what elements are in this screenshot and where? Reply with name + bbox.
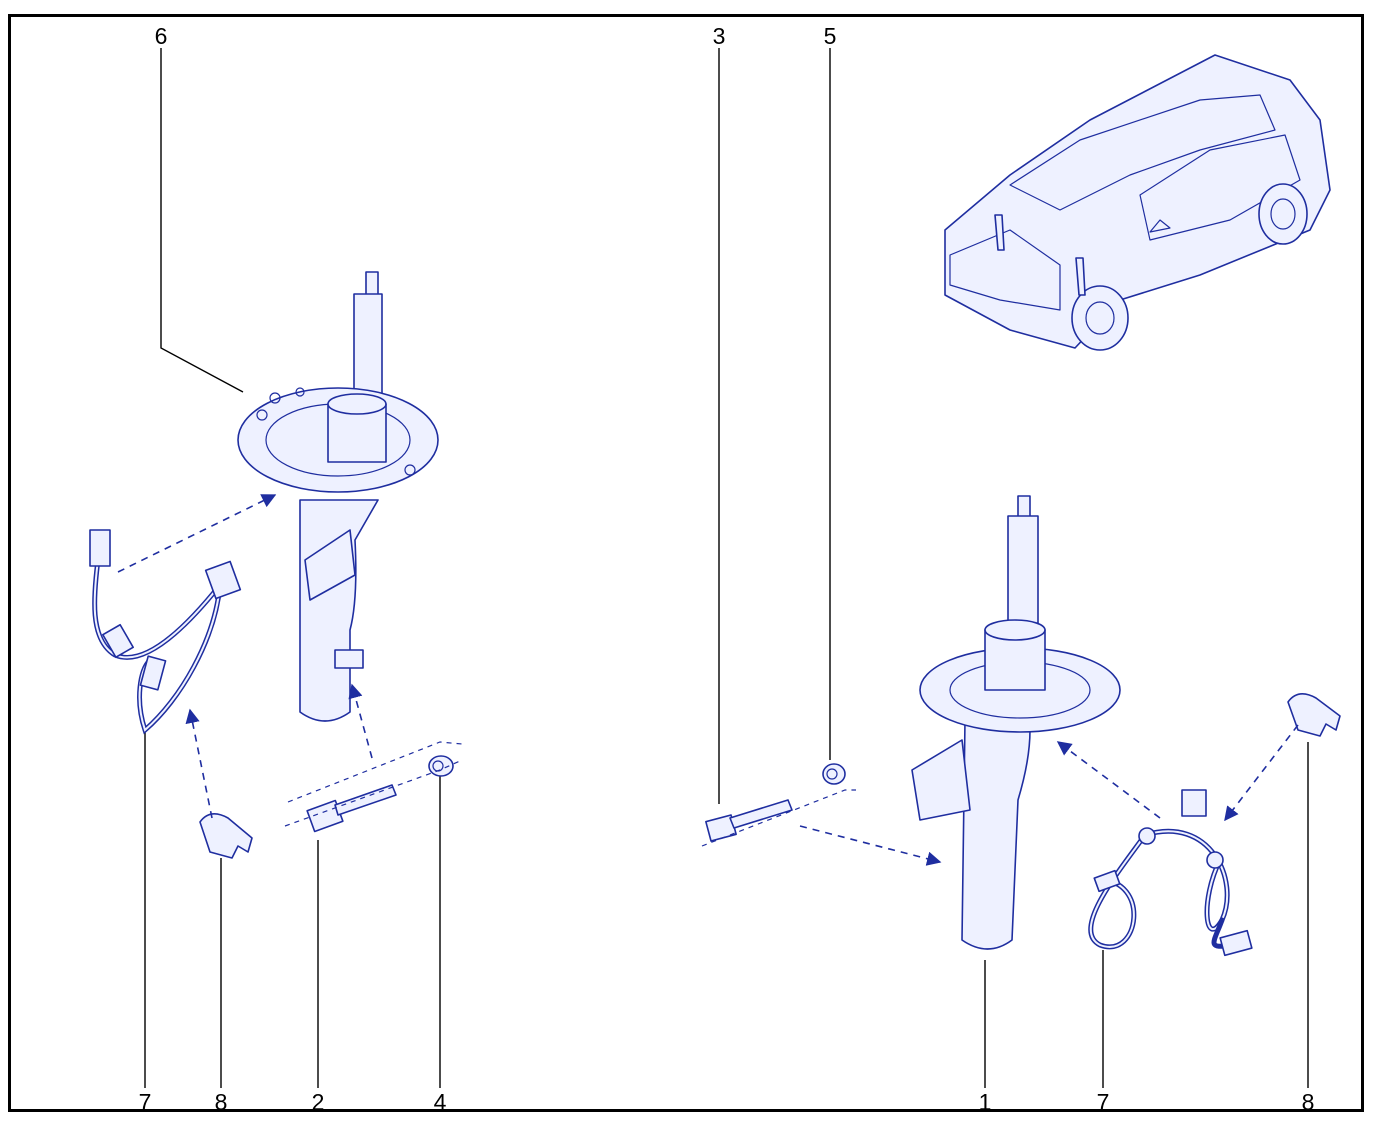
leader-6 — [160, 48, 244, 393]
right-clip — [1287, 693, 1341, 737]
right-cable-connector — [1181, 789, 1207, 817]
car-body — [944, 54, 1331, 349]
right-piston-rod — [1007, 515, 1039, 637]
locator-marker-left — [994, 214, 1005, 251]
car-front-wheel — [1071, 285, 1129, 351]
right-bolt — [705, 799, 793, 842]
left-arrow-clip-to-cable — [185, 708, 213, 819]
callout-4: 4 — [433, 1089, 447, 1115]
callout-6: 6 — [154, 23, 168, 49]
callout-7-right: 7 — [1096, 1089, 1110, 1115]
leader-lines — [144, 48, 1309, 1088]
callout-1: 1 — [978, 1089, 992, 1115]
left-strut-body — [299, 499, 379, 722]
right-rod-tip — [1017, 495, 1031, 519]
callout-8-right: 8 — [1301, 1089, 1315, 1115]
right-arrow-clip-to-cable — [1224, 724, 1299, 822]
car-grille — [949, 229, 1061, 311]
left-rod-tip — [365, 271, 379, 297]
left-clip — [199, 813, 253, 859]
right-hardware-group-dash — [701, 789, 856, 847]
left-cable-connector — [204, 560, 242, 600]
left-hardware-group-dash-bottom — [284, 759, 463, 827]
left-arrow-cable-to-cup — [117, 494, 277, 573]
left-cable-sensor — [89, 529, 111, 567]
right-arrow-bolt-to-strut — [799, 825, 942, 866]
right-nut — [822, 763, 846, 785]
left-nut — [428, 755, 454, 777]
callout-8-left: 8 — [214, 1089, 228, 1115]
right-strut-body — [961, 719, 1031, 950]
left-piston-rod — [353, 293, 383, 405]
callout-7-left: 7 — [138, 1089, 152, 1115]
right-abs-cable — [1088, 789, 1253, 957]
callout-2: 2 — [311, 1089, 325, 1115]
left-strut — [237, 271, 439, 722]
left-bolt — [306, 784, 397, 833]
vehicle-locator — [944, 54, 1331, 351]
car-windshield-roof — [1009, 94, 1276, 211]
left-abs-cable — [89, 529, 242, 735]
right-mount-bracket — [911, 739, 971, 821]
callout-3: 3 — [712, 23, 726, 49]
car-side-windows — [1139, 134, 1301, 241]
callout-5: 5 — [823, 23, 837, 49]
left-brake-clip — [334, 649, 364, 669]
left-hardware-group-dash-top — [287, 741, 463, 803]
locator-marker-right — [1075, 257, 1086, 296]
right-strut — [911, 495, 1121, 950]
left-mount-bracket — [304, 529, 356, 601]
car-mirror — [1149, 219, 1171, 233]
right-arrow-cable-to-cup — [1056, 741, 1161, 819]
car-rear-wheel — [1258, 183, 1308, 245]
left-arrow-bolt-to-strut — [348, 683, 373, 759]
